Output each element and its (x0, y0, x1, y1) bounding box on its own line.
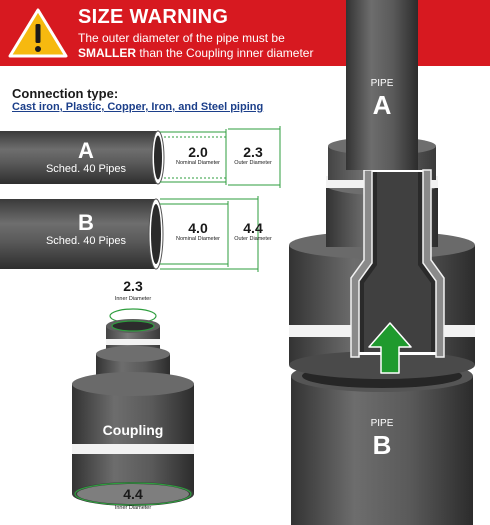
warning-line-1: The outer diameter of the pipe must be (78, 31, 285, 45)
pipe-b-outer-label: Outer Diameter (234, 236, 272, 242)
coupling-label: Coupling (102, 422, 164, 438)
warning-title: SIZE WARNING (78, 6, 229, 28)
warning-line-2-rest: than the Coupling inner diameter (136, 46, 314, 60)
pipe-a-outer-value: 2.3 (243, 144, 263, 160)
assembly-pipe-b-letter: B (372, 430, 392, 460)
pipe-a-assembly (346, 0, 418, 170)
pipe-b-illustration (0, 198, 164, 270)
assembly-pipe-a-word: PIPE (370, 78, 394, 89)
connection-types: Cast iron, Plastic, Copper, Iron, and St… (12, 101, 264, 113)
pipe-b-letter: B (78, 210, 94, 235)
warning-emphasis: SMALLER (78, 46, 136, 60)
warning-triangle-icon (8, 8, 68, 58)
pipe-a-schedule: Sched. 40 Pipes (45, 163, 127, 175)
coupling-top-value: 2.3 (123, 278, 143, 294)
up-arrow-icon (368, 322, 412, 374)
pipe-a-outer-label: Outer Diameter (234, 160, 272, 166)
pipe-b-outer-value: 4.4 (243, 220, 263, 236)
pipe-b-dimension-lines (160, 196, 259, 272)
assembly-pipe-b-word: PIPE (370, 418, 394, 429)
connection-title: Connection type: (12, 86, 119, 101)
pipe-a-dimension-lines (160, 126, 281, 188)
pipe-a-letter: A (78, 138, 94, 163)
coupling-bottom-value: 4.4 (123, 486, 143, 502)
pipe-b-nominal-label: Nominal Diameter (175, 236, 220, 242)
coupling-top-label: Inner Diameter (114, 296, 152, 302)
pipe-b-nominal-value: 4.0 (188, 220, 208, 236)
coupling-illustration (72, 308, 194, 506)
coupling-bottom-label: Inner Diameter (114, 505, 152, 511)
warning-line-2: SMALLER than the Coupling inner diameter (78, 46, 313, 60)
pipe-a-nominal-value: 2.0 (188, 144, 208, 160)
assembly-pipe-a-letter: A (372, 90, 392, 120)
pipe-b-schedule: Sched. 40 Pipes (45, 235, 127, 247)
pipe-a-nominal-label: Nominal Diameter (175, 160, 220, 166)
pipe-a-illustration (0, 130, 165, 185)
